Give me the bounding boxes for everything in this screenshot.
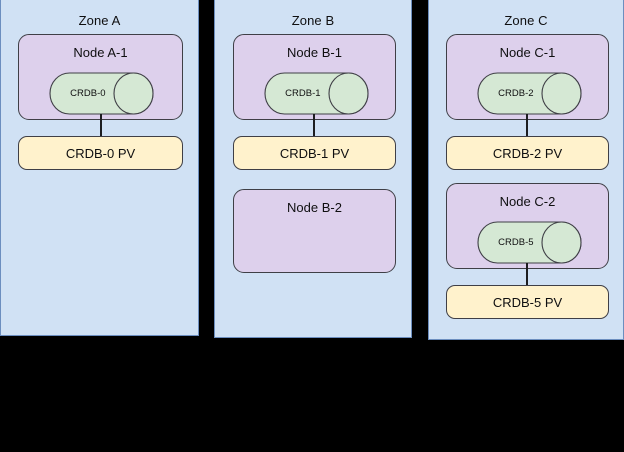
- zone-b-title: Zone B: [291, 13, 335, 28]
- zone-a-title: Zone A: [78, 13, 121, 28]
- zone-a[interactable]: Zone A Node A-1 CRDB-0 CRDB-0 PV: [0, 0, 199, 336]
- node-c-2-title: Node C-2: [499, 194, 556, 209]
- zone-c-title: Zone C: [504, 13, 548, 28]
- node-c-1[interactable]: Node C-1 CRDB-2: [446, 34, 609, 120]
- node-b-1[interactable]: Node B-1 CRDB-1: [233, 34, 396, 120]
- zone-c[interactable]: Zone C Node C-1 CRDB-2 CRDB-2 PV Node C-…: [428, 0, 624, 340]
- pv-crdb-2[interactable]: CRDB-2 PV: [446, 136, 609, 170]
- node-b-2-title: Node B-2: [287, 200, 342, 215]
- database-cylinder-crdb-0[interactable]: CRDB-0: [49, 72, 154, 115]
- cylinder-icon: [264, 72, 369, 115]
- pv-crdb-1[interactable]: CRDB-1 PV: [233, 136, 396, 170]
- connector-crdb-1-to-pv: [313, 114, 315, 140]
- connector-crdb-5-to-pv: [526, 263, 528, 289]
- node-a-1[interactable]: Node A-1 CRDB-0: [18, 34, 183, 120]
- pv-crdb-2-label: CRDB-2 PV: [492, 145, 563, 161]
- database-cylinder-crdb-5[interactable]: CRDB-5: [477, 221, 582, 264]
- cylinder-icon: [477, 72, 582, 115]
- zone-b[interactable]: Zone B Node B-1 CRDB-1 CRDB-1 PV Node B-…: [214, 0, 412, 338]
- node-b-1-title: Node B-1: [287, 45, 342, 60]
- database-cylinder-crdb-2[interactable]: CRDB-2: [477, 72, 582, 115]
- pv-crdb-5[interactable]: CRDB-5 PV: [446, 285, 609, 319]
- cylinder-icon: [477, 221, 582, 264]
- database-cylinder-crdb-1[interactable]: CRDB-1: [264, 72, 369, 115]
- pv-crdb-5-label: CRDB-5 PV: [492, 294, 563, 310]
- node-c-2[interactable]: Node C-2 CRDB-5: [446, 183, 609, 269]
- connector-crdb-2-to-pv: [526, 114, 528, 140]
- connector-crdb-0-to-pv: [100, 114, 102, 140]
- pv-crdb-1-label: CRDB-1 PV: [279, 145, 350, 161]
- pv-crdb-0[interactable]: CRDB-0 PV: [18, 136, 183, 170]
- cylinder-icon: [49, 72, 154, 115]
- node-b-2[interactable]: Node B-2: [233, 189, 396, 273]
- node-a-1-title: Node A-1: [73, 45, 128, 60]
- pv-crdb-0-label: CRDB-0 PV: [65, 145, 136, 161]
- node-c-1-title: Node C-1: [499, 45, 556, 60]
